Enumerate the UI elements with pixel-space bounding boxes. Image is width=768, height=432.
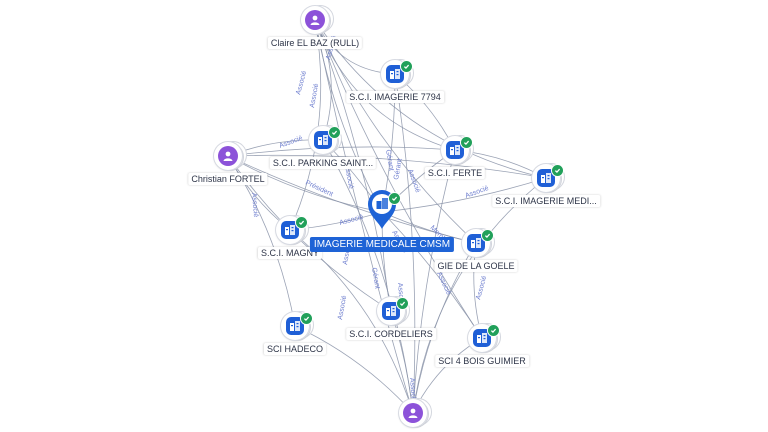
edge-label: Associé [464,185,490,200]
edge-label: Associé [339,214,365,227]
company-icon [467,234,485,252]
node-circle[interactable] [399,399,427,427]
person-icon [218,146,238,166]
company-icon [537,169,555,187]
node-circle[interactable] [276,216,304,244]
verified-icon [328,126,341,139]
verified-icon [487,324,500,337]
person-icon [305,10,325,30]
edge-label: Associé [278,135,304,150]
company-icon [382,302,400,320]
edge-label: Associé [475,275,488,301]
verified-icon [388,192,401,205]
edge-bottomPerson-parking [322,139,414,414]
edge-bottomPerson-ferte [412,149,456,414]
node-label[interactable]: S.C.I. PARKING SAINT... [269,157,377,169]
verified-icon [396,297,409,310]
node-circle[interactable] [281,312,309,340]
edge-label: Associé [435,271,452,296]
node-circle[interactable] [441,136,469,164]
verified-icon [295,216,308,229]
verified-icon [481,229,494,242]
edge-label: Gérant [384,149,395,171]
verified-icon [300,312,313,325]
edge-label: Associé [309,83,320,108]
node-label[interactable]: GIE DE LA GOELE [434,260,518,272]
node-circle[interactable] [377,297,405,325]
edge-label: Associé [342,240,353,265]
node-label[interactable]: Christian FORTEL [188,173,268,185]
company-icon [314,131,332,149]
edge-central-imagerieMedi [381,177,547,213]
node-circle[interactable] [309,126,337,154]
node-circle[interactable] [301,6,329,34]
edge-label: Gérant [393,158,404,180]
node-circle[interactable] [462,229,490,257]
node-label[interactable]: S.C.I. FERTE [424,167,486,179]
company-icon [473,329,491,347]
company-icon [446,141,464,159]
edge-label: Gérant [370,267,381,289]
edge-claire-boisGuimier [314,19,483,339]
verified-icon [400,60,413,73]
edge-label: Associé [408,378,417,403]
edge-claire-bottomPerson [314,19,414,414]
company-icon [386,65,404,83]
edge-label: Associé [337,295,348,320]
central-node-label[interactable]: IMAGERIE MEDICALE CMSM [309,237,455,252]
edge-christian-imagerieMedi [227,154,547,179]
edge-label: Associé [295,70,308,96]
edge-claire-imagerieMedi [314,19,547,179]
verified-icon [551,164,564,177]
edge-label: Associé [250,193,259,218]
node-label[interactable]: S.C.I. IMAGERIE MEDI... [492,195,600,207]
edge-claire-goele [314,19,477,244]
node-circle[interactable] [214,142,242,170]
node-label[interactable]: SCI HADECO [263,343,327,355]
node-label[interactable]: Claire EL BAZ (RULL) [267,37,363,49]
edge-christian-ferte [227,146,456,157]
company-icon [281,221,299,239]
verified-icon [460,136,473,149]
edge-label: Associé [396,283,405,308]
edge-label: Associé [343,164,354,189]
node-label[interactable]: S.C.I. CORDELIERS [346,328,436,340]
edge-christian-central [227,155,383,213]
person-icon [403,403,423,423]
edge-central-boisGuimier [381,211,483,339]
node-label[interactable]: S.C.I. MAGNY [257,247,323,259]
node-label[interactable]: S.C.I. IMAGERIE 7794 [346,91,444,103]
company-icon [286,317,304,335]
node-label[interactable]: SCI 4 BOIS GUIMIER [435,355,529,367]
